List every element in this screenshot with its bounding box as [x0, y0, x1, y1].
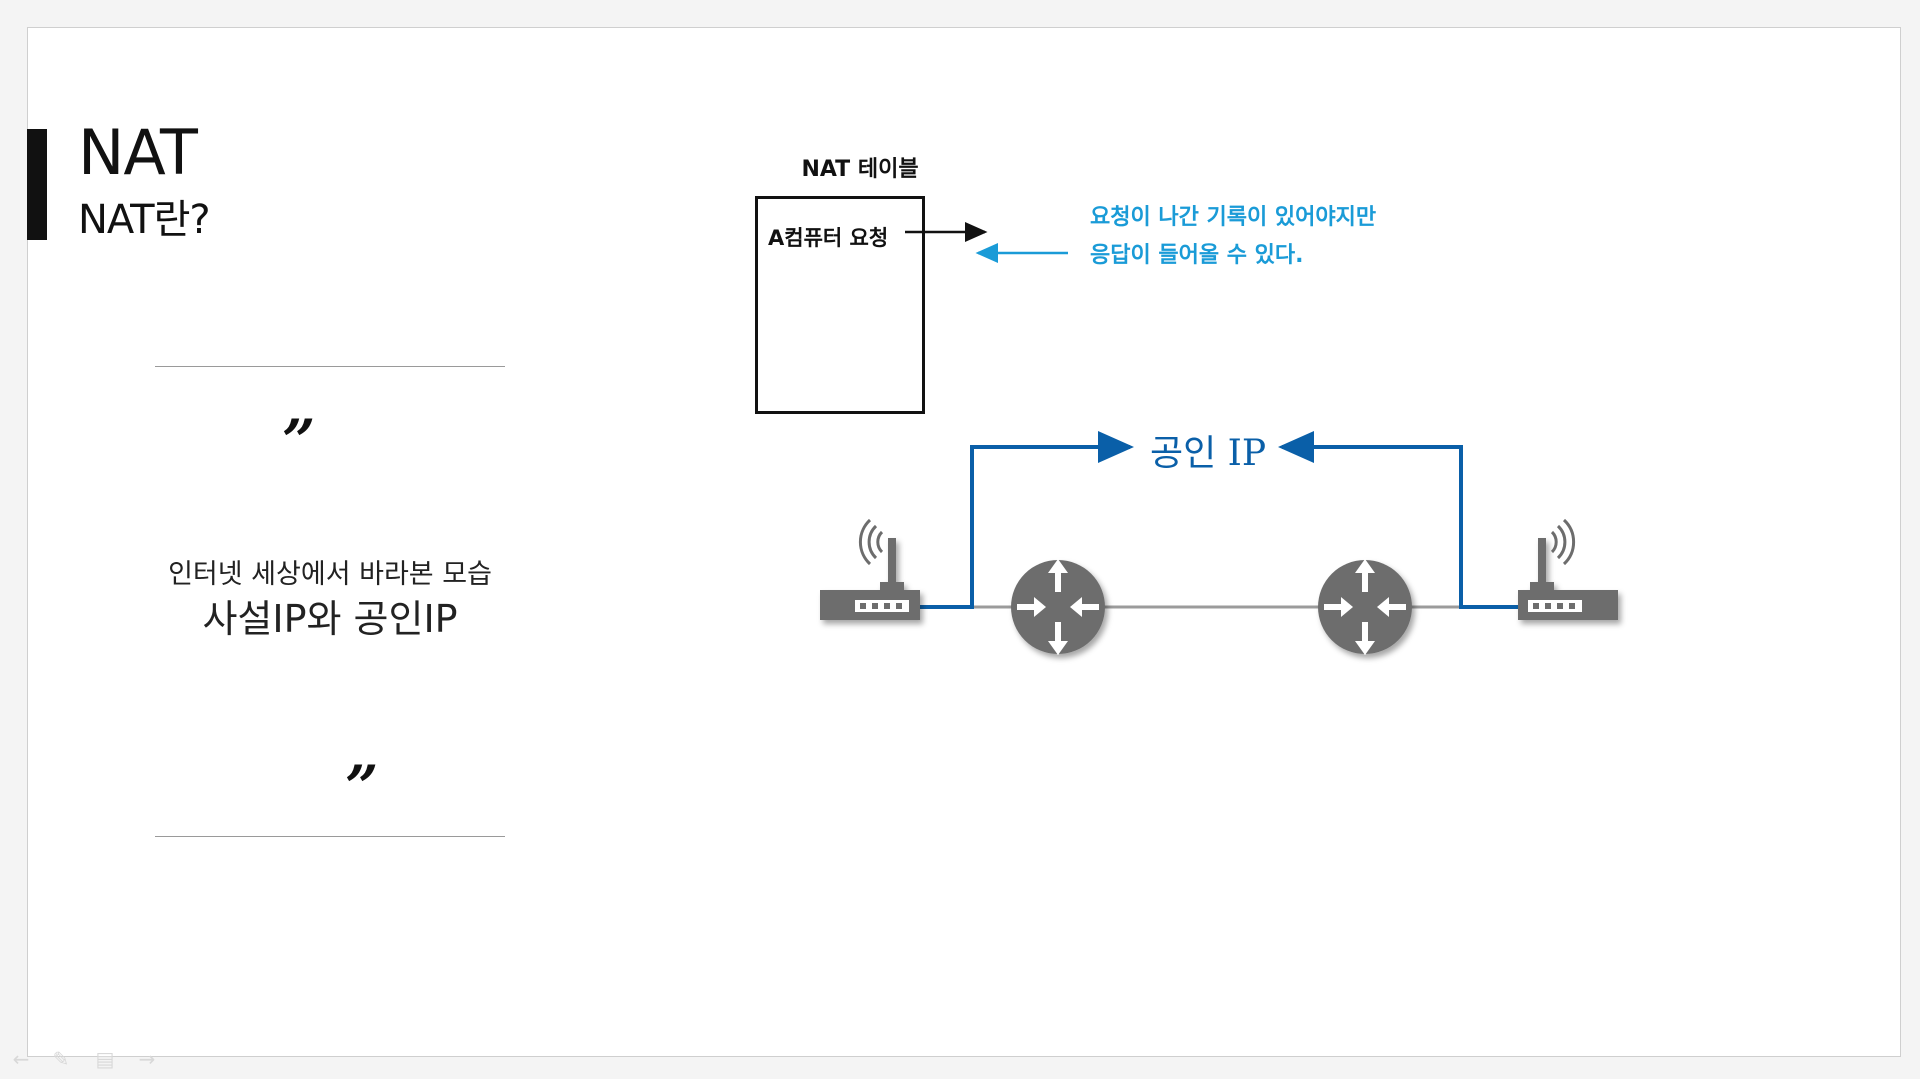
quote-line-1: 인터넷 세상에서 바라본 모습 — [168, 559, 492, 590]
back-icon[interactable]: ← — [12, 1047, 30, 1071]
wifi-signal-icon — [1538, 518, 1576, 566]
slide-subtitle: NAT란? — [78, 197, 211, 243]
open-quote-mark: ” — [282, 407, 316, 475]
router-icon — [1011, 559, 1105, 655]
router-icon — [1318, 559, 1412, 655]
quote-top-rule — [155, 366, 505, 367]
slide-canvas — [27, 27, 1901, 1057]
forward-icon[interactable]: → — [138, 1047, 156, 1071]
wireless-router-icon — [820, 538, 920, 620]
title-accent-bar — [27, 129, 47, 240]
close-quote-mark: ” — [345, 753, 379, 821]
pen-icon[interactable]: ✎ — [52, 1047, 70, 1071]
slides-icon[interactable]: ▤ — [95, 1047, 115, 1071]
nat-table-entry: A컴퓨터 요청 — [768, 226, 889, 250]
right-public-path — [1278, 431, 1518, 609]
left-public-path — [918, 431, 1134, 609]
quote-bottom-rule — [155, 836, 505, 837]
wifi-signal-icon — [858, 518, 896, 566]
nat-table-label: NAT 테이블 — [801, 157, 919, 182]
public-ip-label: 공인 IP — [1150, 433, 1267, 474]
wireless-router-icon — [1518, 538, 1618, 620]
quote-line-2: 사설IP와 공인IP — [202, 597, 458, 641]
slide-title: NAT — [78, 116, 198, 189]
note-line-1: 요청이 나간 기록이 있어야지만 — [1090, 205, 1377, 230]
note-line-2: 응답이 들어올 수 있다. — [1090, 243, 1304, 268]
nat-table-box — [755, 196, 925, 414]
